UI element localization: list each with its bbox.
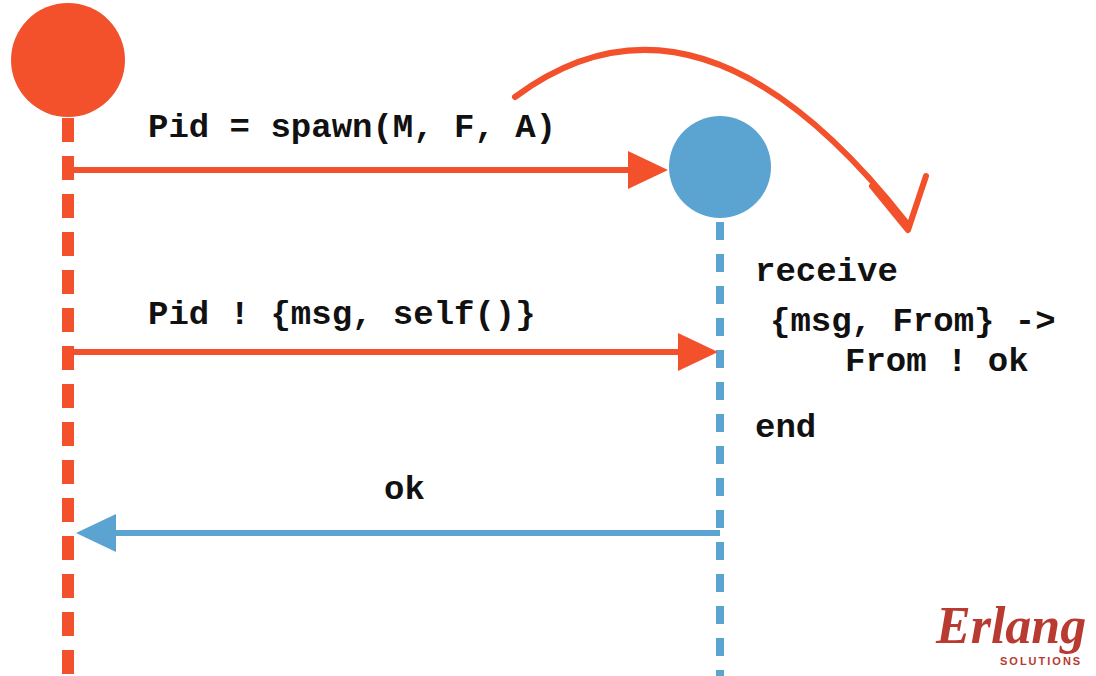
code-line: From ! ok xyxy=(845,345,1029,379)
curved-arrow-head xyxy=(872,176,926,230)
blue-process xyxy=(669,116,771,218)
message-label: Pid ! {msg, self()} xyxy=(148,298,536,332)
reply-arrow xyxy=(108,530,720,536)
logo-text: Erlang xyxy=(936,600,1086,652)
spawn-arrow xyxy=(68,167,636,173)
code-line: end xyxy=(755,411,816,445)
red-process xyxy=(11,3,125,117)
message-label: ok xyxy=(384,473,425,507)
send-arrow xyxy=(68,349,686,355)
logo-subtext: SOLUTIONS xyxy=(1000,656,1082,667)
curved-arrow xyxy=(515,50,906,222)
code-line: {msg, From} -> xyxy=(770,305,1056,339)
message-label: Pid = spawn(M, F, A) xyxy=(148,111,556,145)
arrow-head xyxy=(678,333,718,371)
blue-lifeline xyxy=(716,222,724,676)
code-line: receive xyxy=(755,255,898,289)
arrow-head xyxy=(76,514,116,552)
arrow-head xyxy=(628,151,668,189)
red-lifeline xyxy=(62,118,74,676)
